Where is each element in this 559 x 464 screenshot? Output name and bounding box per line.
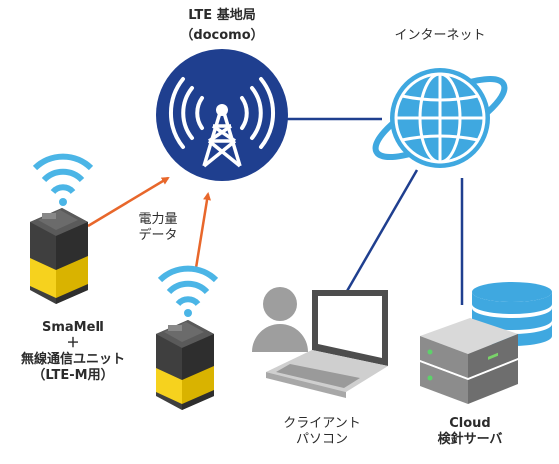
user-icon [252,287,308,352]
data-flow-label: 電力量 データ [138,212,178,243]
wifi-icon [157,265,219,317]
internet-laptop-line [341,169,419,299]
smart-meter-device-icon [30,208,88,304]
wifi-icon [32,153,94,206]
connection-lines [285,117,464,305]
internet-globe-icon [372,68,508,168]
data-arrows [87,176,211,269]
server-icon [419,318,519,404]
smart-meter-device-icon [156,320,214,410]
tower-subtitle: （docomo） [180,28,264,43]
cloud-server-label: Cloud 検針サーバ [437,416,503,447]
lte-tower-icon [156,49,288,181]
device-label: SmaMeⅡ ＋ 無線通信ユニット （LTE-M用） [20,320,125,383]
client-pc-label: クライアント パソコン [283,416,361,447]
laptop-icon [266,290,388,398]
tower-title: LTE 基地局 [188,8,256,23]
arrow-device1-tower [87,176,170,228]
internet-label: インターネット [394,28,486,43]
arrow-device2-tower [194,192,211,269]
